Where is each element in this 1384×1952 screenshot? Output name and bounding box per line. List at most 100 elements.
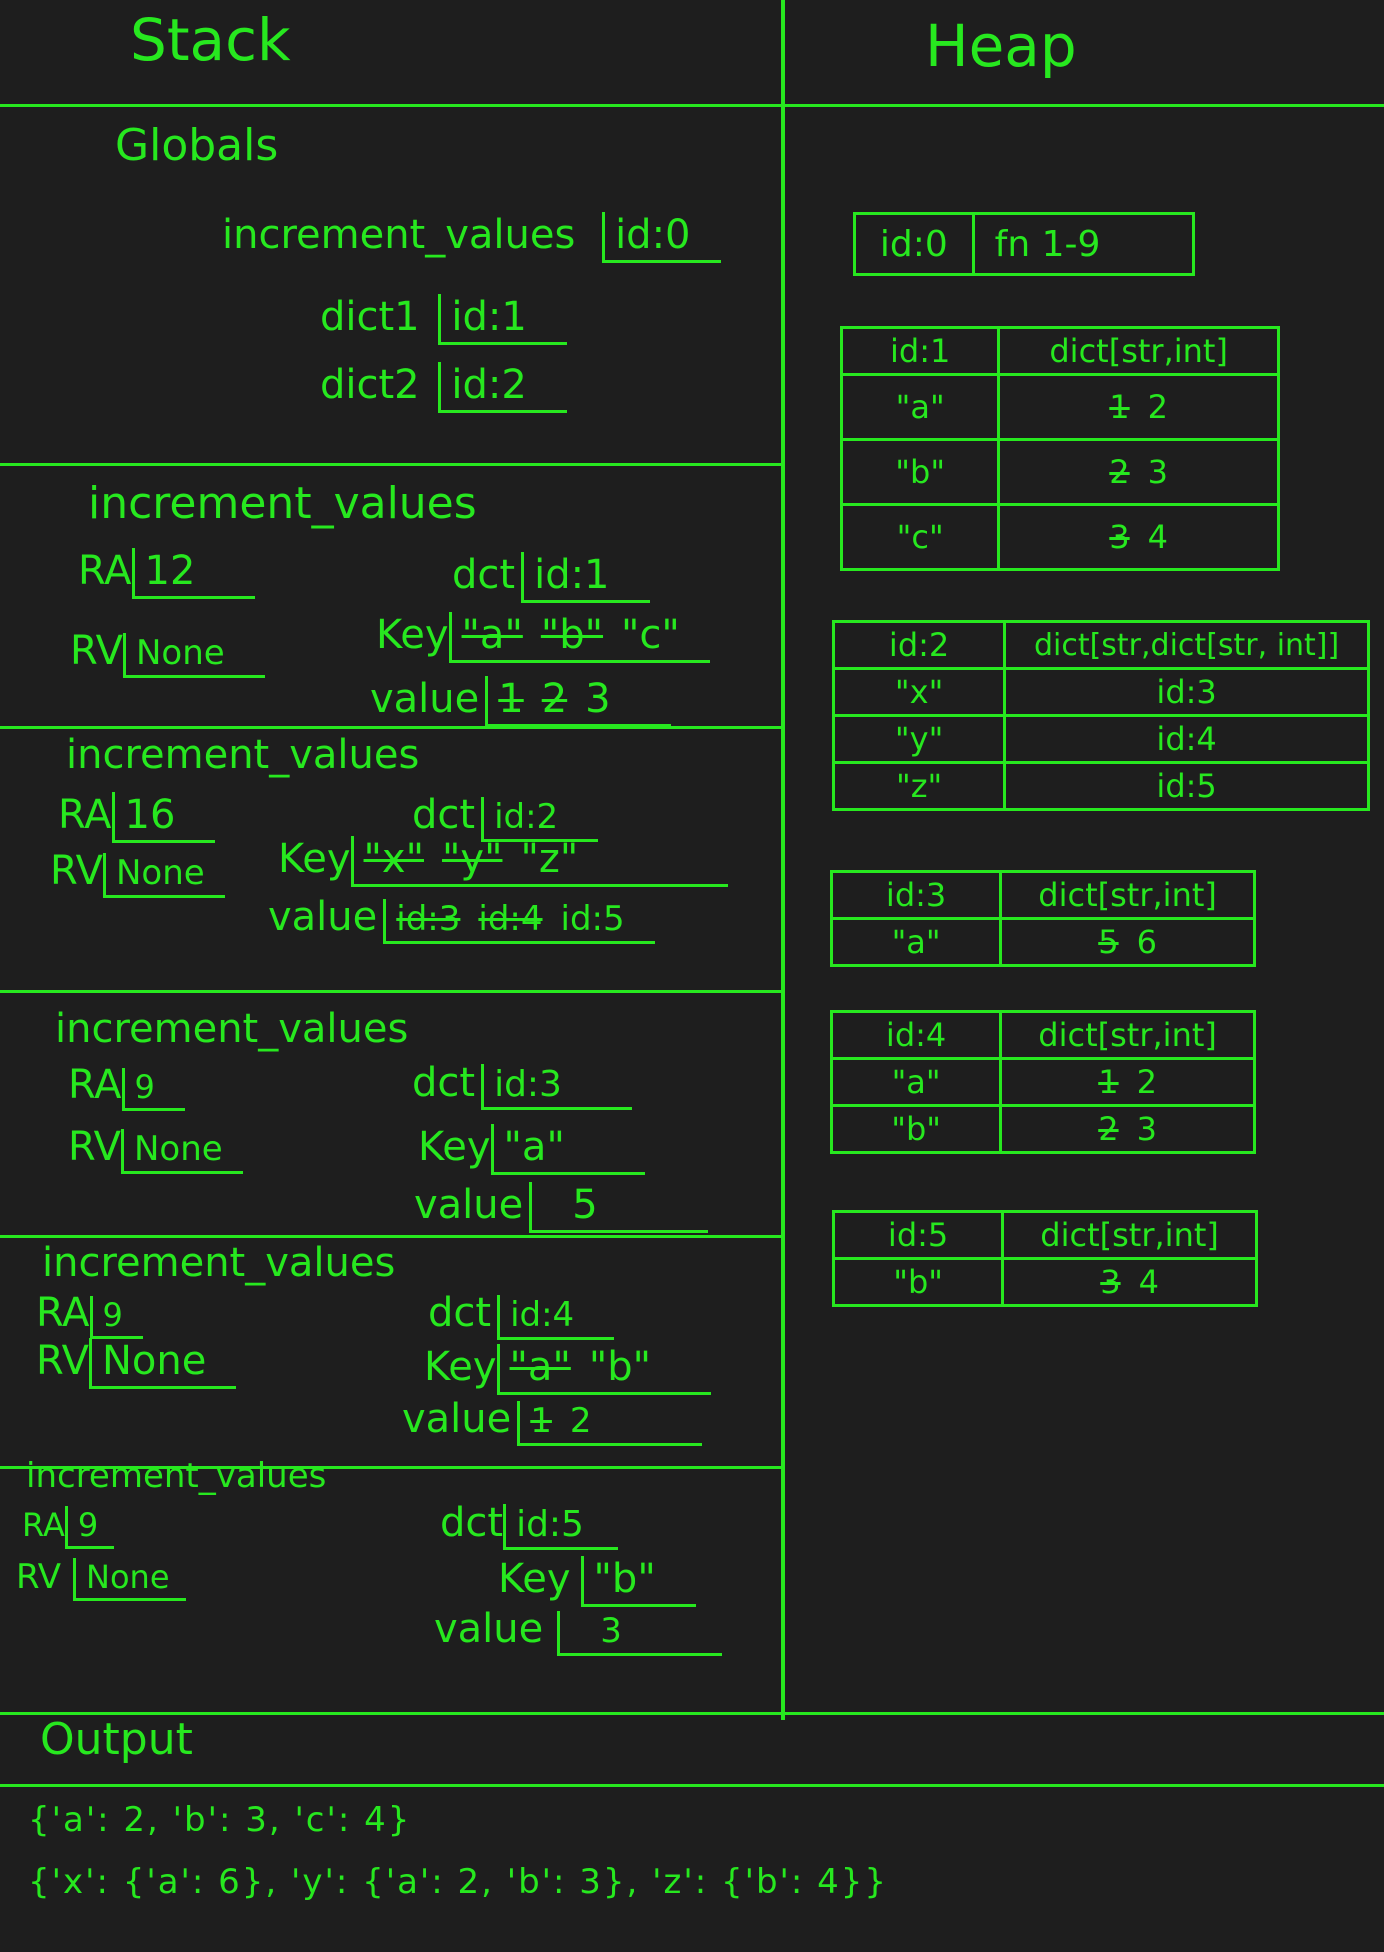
global-var-name: increment_values [222, 212, 576, 258]
key-value: "b" [588, 1344, 652, 1390]
heap-dict-id2: id:2 dict[str,dict[str, int]] "x" id:3 "… [831, 620, 1370, 811]
heap-old-value: 5 [1098, 923, 1119, 961]
output-line-1: {'a': 2, 'b': 3, 'c': 4} [28, 1800, 412, 1840]
heap-header: Heap [925, 12, 1077, 80]
heap-key: "a" [829, 1057, 1003, 1107]
key-label: Key [418, 1124, 491, 1170]
ra-label: RA [36, 1290, 90, 1336]
heap-id: id:3 [829, 870, 1003, 920]
frame-3-value: value 5 [414, 1182, 708, 1233]
heap-key: "b" [829, 1104, 1003, 1154]
global-var-value: id:2 [438, 362, 567, 413]
heap-fn-object: id:0 fn 1-9 [853, 212, 1196, 276]
global-var-value: id:1 [438, 294, 567, 345]
rv-label: RV [50, 848, 103, 894]
frame-5-key: Key "b" [498, 1556, 696, 1607]
value-current: id:5 [560, 899, 625, 939]
output-title: Output [40, 1714, 193, 1765]
heap-key: "z" [831, 761, 1007, 811]
frame-4-title: increment_values [42, 1240, 396, 1286]
key-old-value: "y" [442, 836, 503, 882]
ra-value: 9 [89, 1296, 143, 1339]
key-history: "b" [580, 1556, 696, 1607]
key-label: Key [498, 1556, 571, 1602]
heap-value: id:5 [1003, 761, 1370, 811]
heap-type: dict[str,int] [999, 870, 1256, 920]
output-line-2: {'x': {'a': 6}, 'y': {'a': 2, 'b': 3}, '… [28, 1862, 889, 1902]
heap-old-value: 3 [1100, 1263, 1121, 1301]
frame-5-title: increment_values [26, 1456, 327, 1496]
ra-label: RA [78, 548, 132, 594]
key-history: "a""b""c" [448, 612, 710, 663]
key-value: "b" [593, 1556, 656, 1602]
global-var-increment-values: increment_values id:0 [222, 212, 721, 263]
frame-divider-3 [0, 990, 783, 993]
heap-type: dict[str,int] [997, 326, 1280, 376]
heap-value: 4 [1147, 518, 1169, 556]
heap-old-value: 2 [1098, 1110, 1119, 1148]
heap-key: "x" [831, 667, 1007, 717]
heap-id: id:4 [829, 1010, 1003, 1060]
heap-id: id:5 [831, 1210, 1005, 1260]
value-label: value [370, 676, 480, 722]
value-label: value [414, 1182, 524, 1228]
heap-type: dict[str,dict[str, int]] [1003, 620, 1370, 670]
value-old: 1 [498, 676, 524, 722]
dct-value: id:4 [497, 1295, 615, 1340]
heap-fn-value: fn 1-9 [971, 212, 1196, 276]
ra-value: 9 [64, 1506, 115, 1549]
rv-value: None [88, 1338, 237, 1389]
dct-value: id:3 [481, 1064, 632, 1110]
key-label: Key [376, 612, 449, 658]
key-history: "x""y""z" [350, 836, 729, 887]
rv-label: RV [36, 1338, 89, 1384]
value-history: 5 [529, 1182, 708, 1233]
dct-value: id:2 [481, 797, 599, 842]
key-label: Key [278, 836, 351, 882]
heap-id: id:2 [831, 620, 1007, 670]
value-old: 2 [541, 676, 568, 722]
stack-header: Stack [130, 6, 291, 74]
key-old-value: "b" [540, 612, 604, 658]
rv-label: RV [70, 628, 123, 674]
value-current: 5 [572, 1182, 598, 1228]
heap-old-value: 3 [1109, 518, 1130, 556]
rv-label: RV [16, 1557, 62, 1597]
heap-value: 4 [1138, 1263, 1159, 1301]
frame-4-key: Key"a""b" [424, 1344, 712, 1395]
value-old: 1 [530, 1401, 552, 1441]
heap-value: 2 [1136, 1063, 1157, 1101]
heap-old-value: 1 [1098, 1063, 1119, 1101]
key-history: "a" [490, 1124, 645, 1175]
heap-value: 3 [1136, 1110, 1157, 1148]
frame-3-key: Key"a" [418, 1124, 645, 1175]
heap-key: "y" [831, 714, 1007, 764]
heap-value: 6 [1136, 923, 1157, 961]
global-var-dict2: dict2 id:2 [320, 362, 567, 413]
key-history: "a""b" [496, 1344, 712, 1395]
value-label: value [402, 1396, 512, 1442]
frame-1-title: increment_values [88, 478, 477, 529]
frame-2-title: increment_values [66, 732, 420, 778]
heap-value: id:3 [1003, 667, 1370, 717]
rv-value: None [102, 853, 225, 898]
